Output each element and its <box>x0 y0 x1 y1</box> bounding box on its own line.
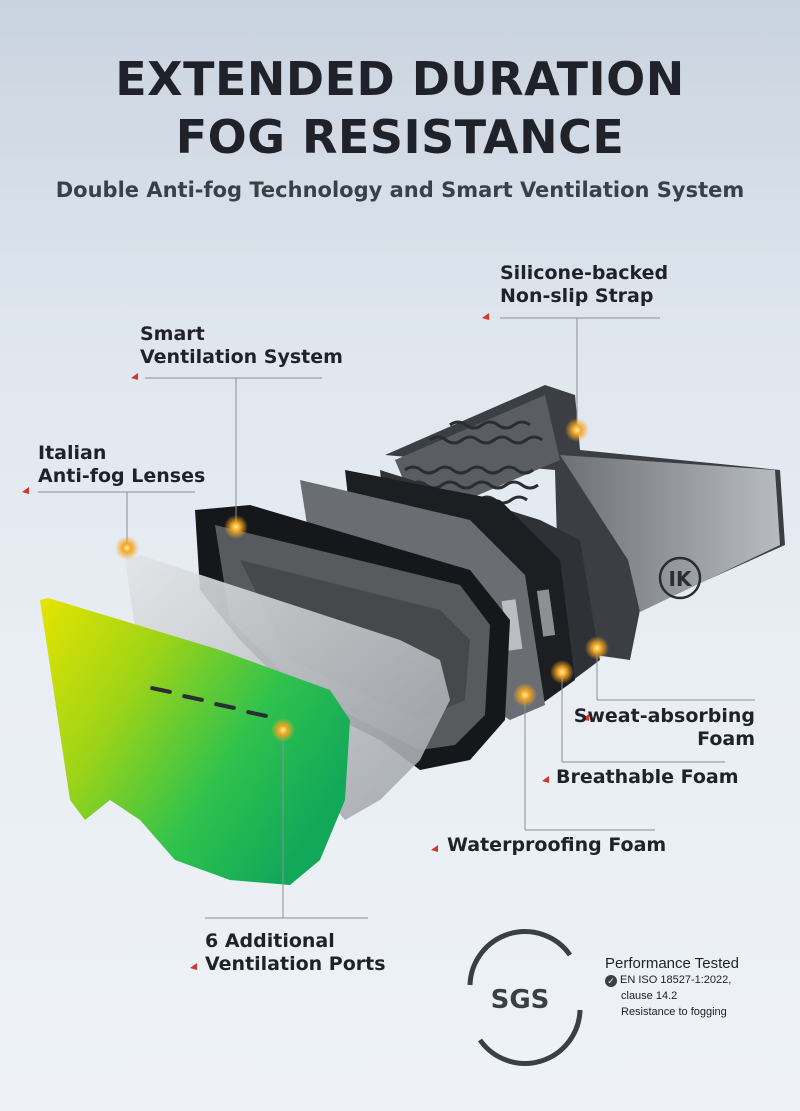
callout-waterproof: Waterproofing Foam <box>447 834 666 857</box>
sgs-seal: SGS <box>467 929 583 1066</box>
certification-clause: clause 14.2 <box>621 990 678 1002</box>
check-icon: ✓ <box>605 975 617 987</box>
callout-markers <box>22 313 589 970</box>
red-triangle-icon <box>482 313 489 320</box>
certification-standard-row: ✓EN ISO 18527-1:2022, <box>605 972 795 988</box>
callout-ventilation-line2: Ventilation System <box>140 346 343 368</box>
red-triangle-icon <box>542 776 549 783</box>
callout-lenses-line2: Anti-fog Lenses <box>38 465 206 487</box>
glow-dot-icon <box>115 536 139 560</box>
callout-breathable: Breathable Foam <box>556 766 739 789</box>
glow-dot-icon <box>271 718 295 742</box>
strap-logo-ring <box>658 556 702 600</box>
callout-ventilation: Smart Ventilation System <box>140 323 343 369</box>
callout-strap-line2: Non-slip Strap <box>500 285 654 307</box>
callout-sweat-line1: Sweat-absorbing <box>573 705 755 727</box>
red-triangle-icon <box>190 963 197 970</box>
callout-ventilation-line1: Smart <box>140 323 205 345</box>
sgs-logo-text: SGS <box>491 985 550 1015</box>
callout-breathable-line1: Breathable Foam <box>556 766 739 788</box>
certification-description: Resistance to fogging <box>621 1006 727 1018</box>
certification-block: Performance Tested ✓EN ISO 18527-1:2022,… <box>605 955 795 1020</box>
callout-ports-line2: Ventilation Ports <box>205 953 386 975</box>
red-triangle-icon <box>22 487 29 494</box>
certification-heading: Performance Tested <box>605 955 739 972</box>
certification-standard: EN ISO 18527-1:2022, <box>620 974 732 986</box>
red-triangle-icon <box>431 845 438 852</box>
callout-lenses-line1: Italian <box>38 442 107 464</box>
outer-mirror-lens <box>40 598 350 885</box>
page-subtitle: Double Anti-fog Technology and Smart Ven… <box>55 178 745 202</box>
hotspots <box>115 418 609 742</box>
callout-strap-line1: Silicone-backed <box>500 262 669 284</box>
callout-sweat: Sweat-absorbing Foam <box>560 705 755 751</box>
callout-ports: 6 Additional Ventilation Ports <box>205 930 386 976</box>
strap-logo-text: IK <box>669 567 693 591</box>
glow-dot-icon <box>224 515 248 539</box>
title-line-2: FOG RESISTANCE <box>175 110 625 164</box>
callout-ports-line1: 6 Additional <box>205 930 335 952</box>
glow-dot-icon <box>550 660 574 684</box>
page-title: EXTENDED DURATION FOG RESISTANCE <box>0 50 800 166</box>
callout-strap: Silicone-backed Non-slip Strap <box>500 262 668 308</box>
glow-dot-icon <box>513 683 537 707</box>
glow-dot-icon <box>585 636 609 660</box>
title-line-1: EXTENDED DURATION <box>115 52 685 106</box>
leader-lines <box>38 317 755 919</box>
red-triangle-icon <box>131 373 138 380</box>
callout-lenses: Italian Anti-fog Lenses <box>38 442 205 488</box>
glow-dot-icon <box>565 418 589 442</box>
red-triangle-icon <box>582 714 589 721</box>
callout-sweat-line2: Foam <box>697 728 755 750</box>
callout-waterproof-line1: Waterproofing Foam <box>447 834 667 856</box>
